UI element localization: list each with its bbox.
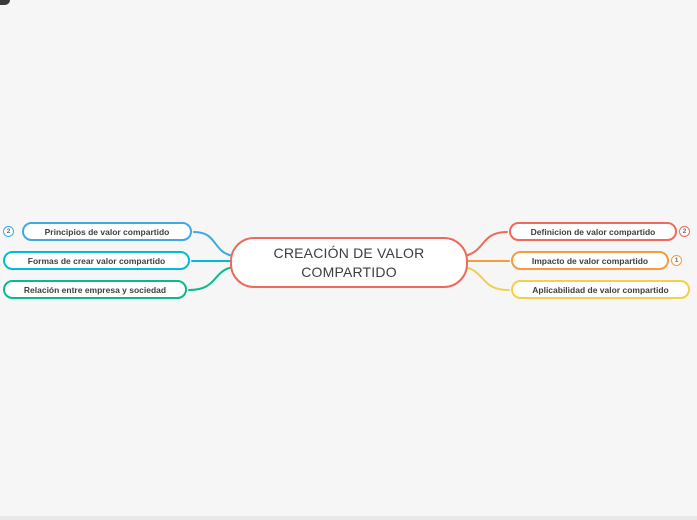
- topic-central-label: CREACIÓN DE VALOR COMPARTIDO: [273, 244, 425, 280]
- collapsed-children-badge-definicion[interactable]: 2: [679, 226, 690, 237]
- connector-principios: [193, 231, 234, 257]
- topic-relacion[interactable]: Relación entre empresa y sociedad: [3, 280, 187, 299]
- collapsed-children-badge-principios[interactable]: 2: [3, 226, 14, 237]
- screen-corner: [0, 0, 10, 5]
- topic-aplicabilidad-label: Aplicabilidad de valor compartido: [532, 284, 669, 295]
- topic-impacto-label: Impacto de valor compartido: [531, 255, 649, 266]
- topic-principios-label: Principios de valor compartido: [44, 226, 170, 237]
- topic-definicion-label: Definicion de valor compartido: [530, 226, 656, 237]
- topic-central[interactable]: CREACIÓN DE VALOR COMPARTIDO: [230, 237, 468, 288]
- topic-impacto[interactable]: Impacto de valor compartido: [511, 251, 669, 270]
- topic-relacion-label: Relación entre empresa y sociedad: [23, 284, 167, 295]
- topic-formas[interactable]: Formas de crear valor compartido: [3, 251, 190, 270]
- connector-relacion: [188, 266, 234, 291]
- topic-principios[interactable]: Principios de valor compartido: [22, 222, 192, 241]
- topic-formas-label: Formas de crear valor compartido: [27, 255, 166, 266]
- connector-aplicabilidad: [463, 266, 510, 291]
- connector-definicion: [463, 231, 508, 257]
- horizontal-scrollbar[interactable]: [0, 516, 697, 520]
- collapsed-children-badge-impacto[interactable]: 1: [671, 255, 682, 266]
- topic-aplicabilidad[interactable]: Aplicabilidad de valor compartido: [511, 280, 690, 299]
- topic-definicion[interactable]: Definicion de valor compartido: [509, 222, 677, 241]
